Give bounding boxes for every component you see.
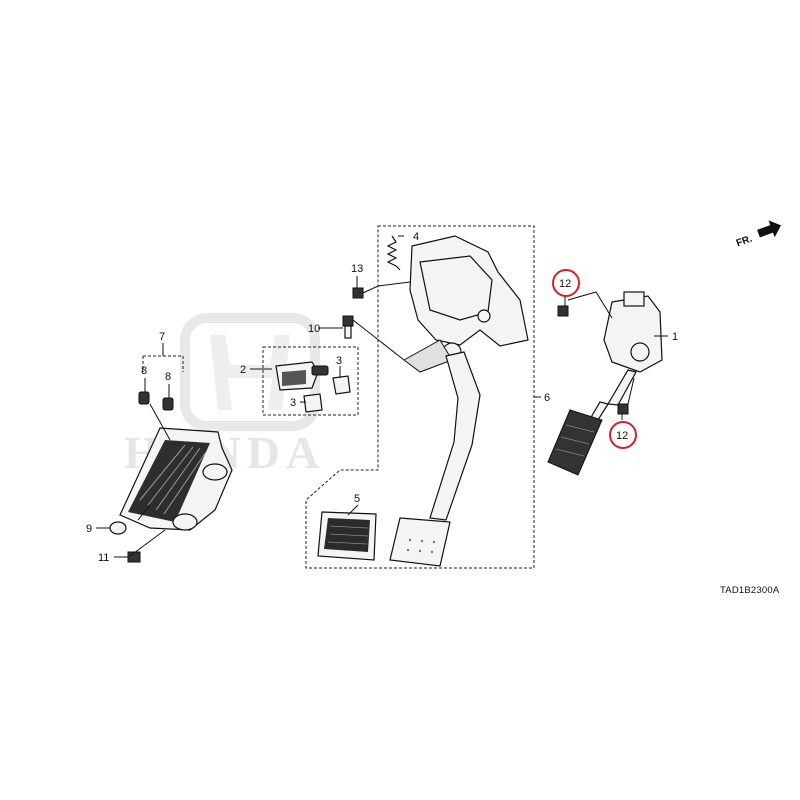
callout-5: 5 xyxy=(354,493,360,505)
bracket-7 xyxy=(142,355,184,372)
front-arrow-icon xyxy=(757,220,782,238)
callout-2: 2 xyxy=(240,364,246,376)
brake-pedal-rubber xyxy=(317,511,377,561)
clip-3-lower xyxy=(303,393,323,413)
callout-7: 7 xyxy=(159,331,165,343)
return-spring xyxy=(386,235,401,271)
callout-9: 9 xyxy=(86,523,92,535)
callout-10: 10 xyxy=(308,323,320,335)
leader-lines xyxy=(96,235,668,558)
stop-switch xyxy=(275,361,329,391)
bolt-10 xyxy=(342,315,354,339)
diagram-code: TAD1B2300A xyxy=(720,585,780,596)
brake-pedal-arm xyxy=(429,351,481,521)
callout-13: 13 xyxy=(351,263,363,275)
callout-3-lower: 3 xyxy=(290,397,296,409)
brake-pedal-bracket xyxy=(403,235,529,373)
callout-8-left: 8 xyxy=(141,365,147,377)
callout-8-right: 8 xyxy=(165,371,171,383)
grommet-9 xyxy=(109,521,127,535)
switch-group-box xyxy=(262,346,359,416)
nut-13 xyxy=(352,287,364,299)
callout-12-upper: 12 xyxy=(559,278,571,290)
clip-8-right xyxy=(162,397,174,411)
clip-8-left xyxy=(138,391,150,405)
nut-12-upper xyxy=(557,305,569,317)
highlight-ring-12-upper xyxy=(552,269,580,297)
accelerator-pedal-assembly xyxy=(547,291,663,476)
callout-4: 4 xyxy=(413,231,419,243)
callout-11: 11 xyxy=(98,552,109,564)
callout-6: 6 xyxy=(544,392,550,404)
highlight-ring-12-lower xyxy=(609,421,637,449)
front-label: FR. xyxy=(735,233,754,249)
brake-pedal-pad-plate xyxy=(389,517,451,567)
pedal-assembly-box xyxy=(305,225,535,569)
callout-12-lower: 12 xyxy=(616,430,628,442)
footrest-plate xyxy=(119,427,233,531)
nut-12-lower xyxy=(617,403,629,415)
callout-3-upper: 3 xyxy=(336,355,342,367)
clip-3-upper xyxy=(332,375,351,395)
front-direction-indicator: FR. xyxy=(735,220,782,249)
callout-1: 1 xyxy=(672,331,678,343)
